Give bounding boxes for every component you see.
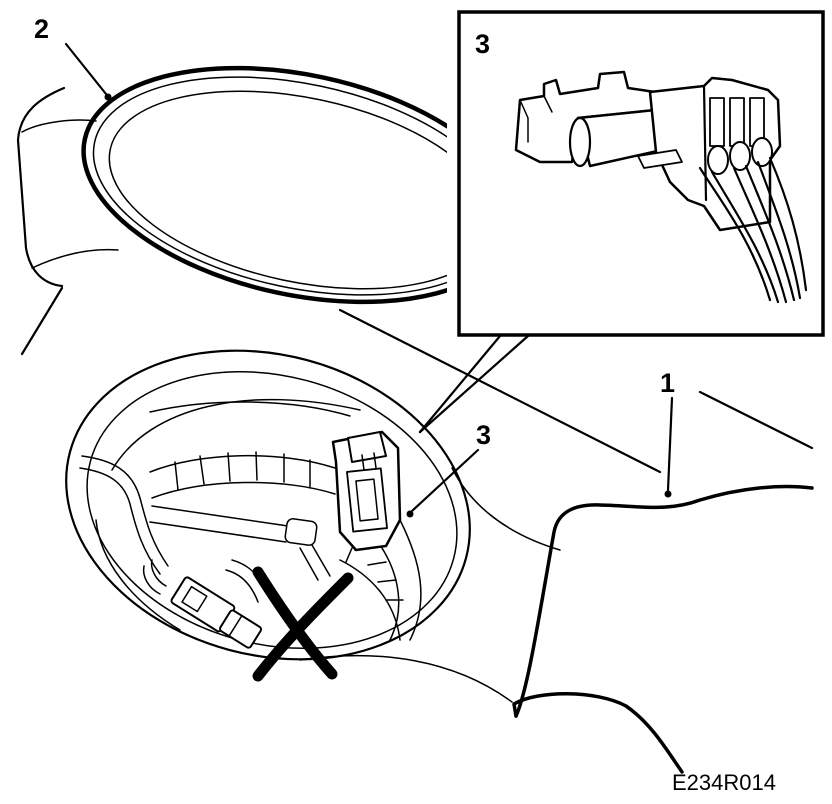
detail-inset: 3	[457, 10, 825, 337]
inset-connector-detail	[514, 70, 808, 304]
figure-id: E234R014	[672, 770, 776, 795]
wire-harness	[79, 455, 169, 595]
tank-flange-left	[16, 86, 119, 356]
x-mark-icon	[252, 566, 354, 682]
seal-ring	[81, 65, 447, 305]
hose	[512, 484, 814, 774]
callout-label-2: 2	[34, 14, 49, 44]
callout-leaders	[64, 42, 674, 518]
callout-label-3: 3	[476, 420, 491, 450]
tank-opening	[65, 349, 471, 661]
connector-3	[331, 430, 402, 563]
old-connector	[170, 559, 269, 649]
pump-module	[149, 451, 404, 641]
inset-label-3: 3	[475, 29, 490, 59]
callout-label-1: 1	[660, 368, 675, 398]
